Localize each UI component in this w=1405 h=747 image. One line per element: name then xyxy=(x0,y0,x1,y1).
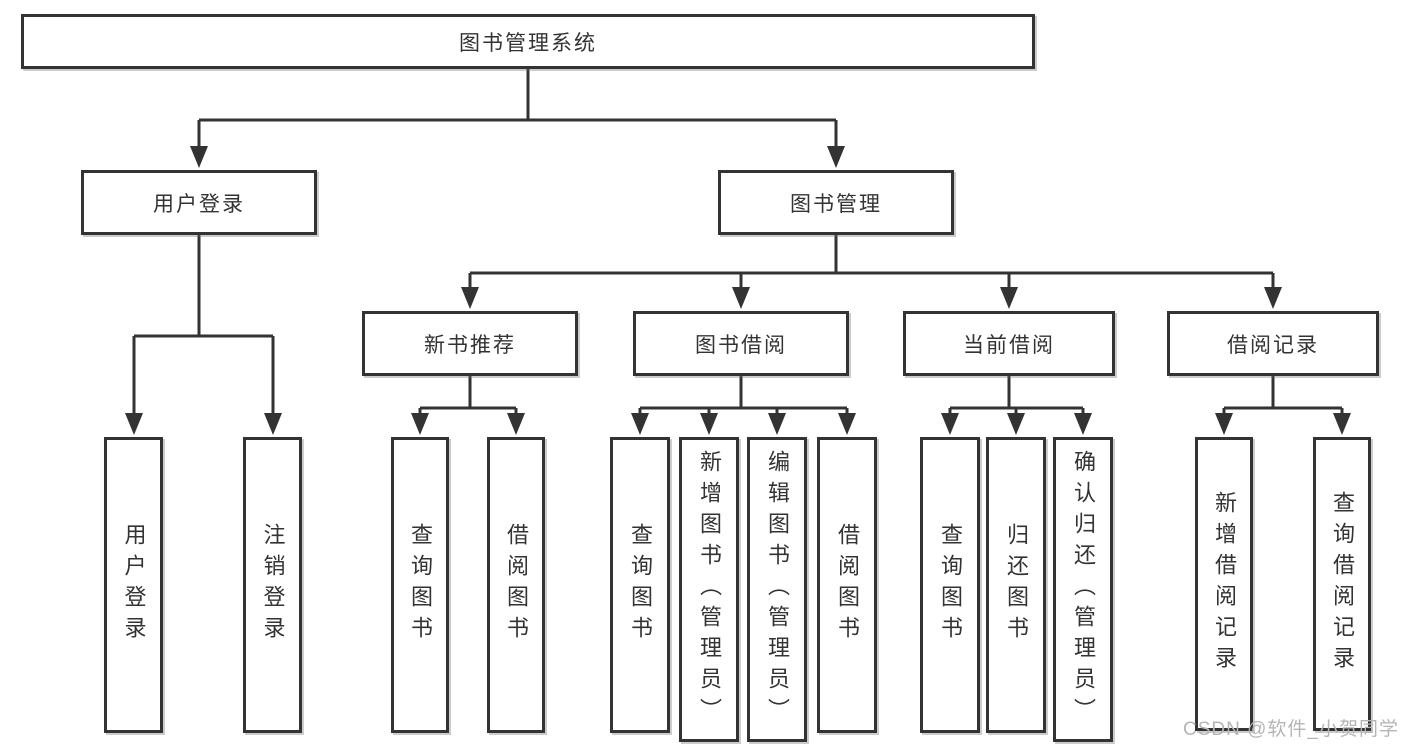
connector-user-login xyxy=(132,235,275,418)
node-user-login: 用户登录 xyxy=(81,170,317,235)
leaf-add-book-admin-label: 新增图书（管理员） xyxy=(697,450,722,729)
leaf-add-borrow-record-label: 新增借阅记录 xyxy=(1212,491,1237,677)
connector-book-borrow xyxy=(638,376,849,418)
arrow-down-icon xyxy=(1264,287,1282,309)
leaf-query-books-recommend: 查询图书 xyxy=(391,437,449,733)
leaf-edit-book-admin-label: 编辑图书（管理员） xyxy=(765,450,790,729)
connector-book-management xyxy=(468,235,1275,293)
leaf-confirm-return-admin-label: 确认归还（管理员） xyxy=(1071,450,1096,729)
arrow-down-icon xyxy=(1333,413,1351,435)
arrow-down-icon xyxy=(631,413,649,435)
leaf-borrow-books: 借阅图书 xyxy=(817,437,877,733)
node-book-management-label: 图书管理 xyxy=(790,192,882,216)
leaf-query-books-current: 查询图书 xyxy=(920,437,980,733)
leaf-borrow-books-recommend-label: 借阅图书 xyxy=(504,523,529,647)
leaf-query-books-recommend-label: 查询图书 xyxy=(408,523,433,647)
node-root: 图书管理系统 xyxy=(21,14,1035,69)
leaf-confirm-return-admin: 确认归还（管理员） xyxy=(1053,437,1113,742)
connector-current-borrow xyxy=(948,376,1085,418)
leaf-borrow-books-label: 借阅图书 xyxy=(835,523,860,647)
leaf-add-borrow-record: 新增借阅记录 xyxy=(1195,437,1253,731)
arrow-down-icon xyxy=(190,146,208,168)
leaf-user-login: 用户登录 xyxy=(104,437,163,733)
arrow-down-icon xyxy=(264,413,282,435)
leaf-edit-book-admin: 编辑图书（管理员） xyxy=(747,437,807,742)
node-book-borrow-label: 图书借阅 xyxy=(695,333,787,357)
watermark: CSDN @软件_小贺同学 xyxy=(1183,719,1399,740)
node-borrow-records-label: 借阅记录 xyxy=(1227,333,1319,357)
arrow-down-icon xyxy=(838,413,856,435)
node-current-borrow-label: 当前借阅 xyxy=(963,333,1055,357)
leaf-return-book: 归还图书 xyxy=(986,437,1046,733)
connector-new-book-recommend xyxy=(418,376,518,418)
leaf-query-books-borrow-label: 查询图书 xyxy=(628,523,653,647)
arrow-down-icon xyxy=(411,413,429,435)
node-borrow-records: 借阅记录 xyxy=(1167,311,1379,376)
arrow-down-icon xyxy=(507,413,525,435)
arrow-down-icon xyxy=(125,413,143,435)
connector-borrow-records xyxy=(1222,376,1344,418)
node-current-borrow: 当前借阅 xyxy=(903,311,1115,376)
leaf-user-login-label: 用户登录 xyxy=(121,523,147,647)
leaf-query-books-borrow: 查询图书 xyxy=(610,437,670,733)
arrow-down-icon xyxy=(768,413,786,435)
node-new-book-recommend-label: 新书推荐 xyxy=(424,333,516,357)
leaf-return-book-label: 归还图书 xyxy=(1004,523,1029,647)
arrow-down-icon xyxy=(1074,413,1092,435)
leaf-borrow-books-recommend: 借阅图书 xyxy=(487,437,545,733)
node-new-book-recommend: 新书推荐 xyxy=(362,311,578,376)
node-user-login-label: 用户登录 xyxy=(153,192,245,216)
arrow-down-icon xyxy=(941,413,959,435)
node-root-label: 图书管理系统 xyxy=(459,31,597,55)
node-book-management: 图书管理 xyxy=(718,170,954,235)
leaf-logout-label: 注销登录 xyxy=(260,523,286,647)
arrow-down-icon xyxy=(461,287,479,309)
node-book-borrow: 图书借阅 xyxy=(633,311,849,376)
connector-root xyxy=(197,69,838,151)
leaf-query-books-current-label: 查询图书 xyxy=(938,523,963,647)
leaf-query-borrow-record-label: 查询借阅记录 xyxy=(1330,491,1355,677)
leaf-logout: 注销登录 xyxy=(243,437,302,733)
arrow-down-icon xyxy=(732,287,750,309)
arrow-down-icon xyxy=(827,146,845,168)
arrow-down-icon xyxy=(1215,413,1233,435)
leaf-query-borrow-record: 查询借阅记录 xyxy=(1313,437,1371,731)
arrow-down-icon xyxy=(1007,413,1025,435)
arrow-down-icon xyxy=(1000,287,1018,309)
leaf-add-book-admin: 新增图书（管理员） xyxy=(679,437,739,742)
arrow-down-icon xyxy=(700,413,718,435)
